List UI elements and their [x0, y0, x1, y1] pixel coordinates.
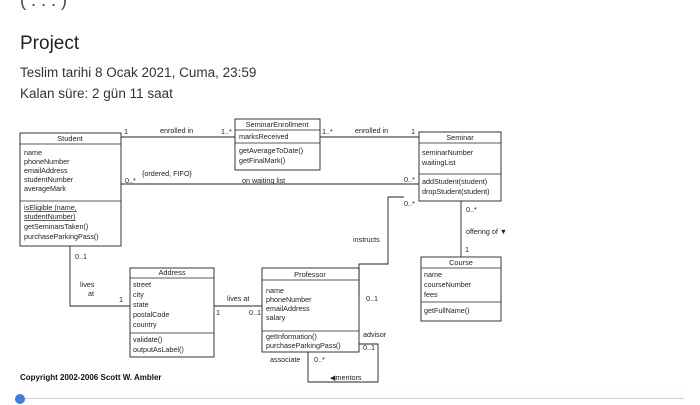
- multiplicity: 1: [124, 127, 128, 136]
- associate-label: associate: [270, 355, 300, 364]
- enrolled-in-label: enrolled in: [160, 126, 193, 135]
- seminar-attr: seminarNumber: [422, 148, 474, 157]
- student-attr: name: [24, 148, 42, 157]
- scroll-progress-track[interactable]: [20, 398, 684, 399]
- page-title: Project: [20, 33, 80, 54]
- multiplicity: 1: [411, 127, 415, 136]
- advisor-label: advisor: [363, 330, 387, 339]
- association-labels: enrolled in enrolled in {ordered, FIFO} …: [80, 126, 507, 382]
- assoc-student-address: [69, 246, 130, 307]
- student-attr: studentNumber: [24, 175, 74, 184]
- seminar-op: dropStudent(student): [422, 187, 490, 196]
- time-remaining-text: Kalan süre: 2 gün 11 saat: [20, 86, 173, 101]
- previous-header-partial: ( . . . ): [20, 0, 67, 10]
- class-student: Student name phoneNumber emailAddress st…: [19, 132, 122, 247]
- multiplicity: 0..*: [466, 205, 477, 214]
- address-attr: postalCode: [133, 310, 169, 319]
- multiplicity: 1..*: [322, 127, 333, 136]
- enrollment-op: getFinalMark(): [239, 156, 285, 165]
- multiplicity: 1: [119, 295, 123, 304]
- multiplicity: 1..*: [221, 127, 232, 136]
- professor-attr: salary: [266, 313, 286, 322]
- multiplicity: 0..1: [75, 252, 87, 261]
- course-attr: fees: [424, 290, 438, 299]
- instructs-label: instructs: [353, 235, 380, 244]
- address-class-name: Address: [158, 268, 185, 277]
- professor-attr: name: [266, 286, 284, 295]
- on-waiting-list-label: on waiting list: [242, 176, 285, 185]
- copyright-text: Copyright 2002-2006 Scott W. Ambler: [20, 373, 162, 382]
- address-op: validate(): [133, 335, 163, 344]
- address-attr: country: [133, 320, 157, 329]
- multiplicity: 0..1: [249, 308, 261, 317]
- class-course: Course name courseNumber fees getFullNam…: [420, 256, 502, 322]
- address-attr: state: [133, 300, 149, 309]
- course-attr: name: [424, 270, 442, 279]
- enrollment-class-name: SeminarEnrollment: [246, 120, 309, 129]
- class-professor: Professor name phoneNumber emailAddress …: [261, 267, 360, 353]
- student-attr: averageMark: [24, 184, 66, 193]
- seminar-attr: waitingList: [421, 158, 456, 167]
- student-attr: emailAddress: [24, 166, 68, 175]
- mentors-label: ◀mentors: [330, 373, 362, 382]
- student-static-op: isEligible (name,: [24, 203, 77, 212]
- professor-attr: emailAddress: [266, 304, 310, 313]
- lives-at-label: at: [88, 289, 94, 298]
- multiplicity: 0..*: [404, 175, 415, 184]
- seminar-class-name: Seminar: [446, 133, 474, 142]
- associations: [69, 136, 462, 383]
- lives-at-label: lives: [80, 280, 95, 289]
- lives-at-label: lives at: [227, 294, 249, 303]
- enrollment-op: getAverageToDate(): [239, 146, 303, 155]
- multiplicity: 1: [216, 308, 220, 317]
- scroll-progress-thumb[interactable]: [15, 394, 25, 404]
- course-class-name: Course: [449, 258, 473, 267]
- course-op: getFullName(): [424, 306, 470, 315]
- student-op: getSeminarsTaken(): [24, 222, 88, 231]
- student-static-op: studentNumber): [24, 212, 76, 221]
- professor-attr: phoneNumber: [266, 295, 312, 304]
- course-attr: courseNumber: [424, 280, 472, 289]
- enrollment-attr: marksReceived: [239, 132, 289, 141]
- class-address: Address street city state postalCode cou…: [129, 267, 215, 358]
- offering-of-label: offering of ▼: [466, 227, 507, 236]
- class-seminar: Seminar seminarNumber waitingList addStu…: [418, 131, 502, 202]
- address-attr: city: [133, 290, 144, 299]
- multiplicity: 0..*: [125, 176, 136, 185]
- multiplicity: 0..*: [404, 199, 415, 208]
- professor-class-name: Professor: [294, 270, 326, 279]
- student-op: purchaseParkingPass(): [24, 232, 99, 241]
- ordered-fifo-label: {ordered, FIFO}: [142, 169, 193, 178]
- multiplicity: 0..*: [314, 355, 325, 364]
- professor-op: getInformation(): [266, 332, 317, 341]
- address-attr: street: [133, 280, 151, 289]
- multiplicity: 1: [465, 245, 469, 254]
- multiplicity: 0..1: [366, 294, 378, 303]
- professor-op: purchaseParkingPass(): [266, 341, 341, 350]
- enrolled-in-label: enrolled in: [355, 126, 388, 135]
- seminar-op: addStudent(student): [422, 177, 487, 186]
- multiplicities: 1 1..* 1..* 1 0..* 0..* 0..* 0..* 1 0..1…: [75, 127, 477, 364]
- address-op: outputAsLabel(): [133, 345, 184, 354]
- student-attr: phoneNumber: [24, 157, 70, 166]
- class-seminar-enrollment: SeminarEnrollment marksReceived getAvera…: [234, 118, 321, 171]
- assoc-mentors: [307, 343, 379, 383]
- multiplicity: 0..1: [363, 343, 375, 352]
- student-class-name: Student: [57, 134, 82, 143]
- assoc-instructs: [358, 196, 404, 297]
- due-date-text: Teslim tarihi 8 Ocak 2021, Cuma, 23:59: [20, 65, 257, 80]
